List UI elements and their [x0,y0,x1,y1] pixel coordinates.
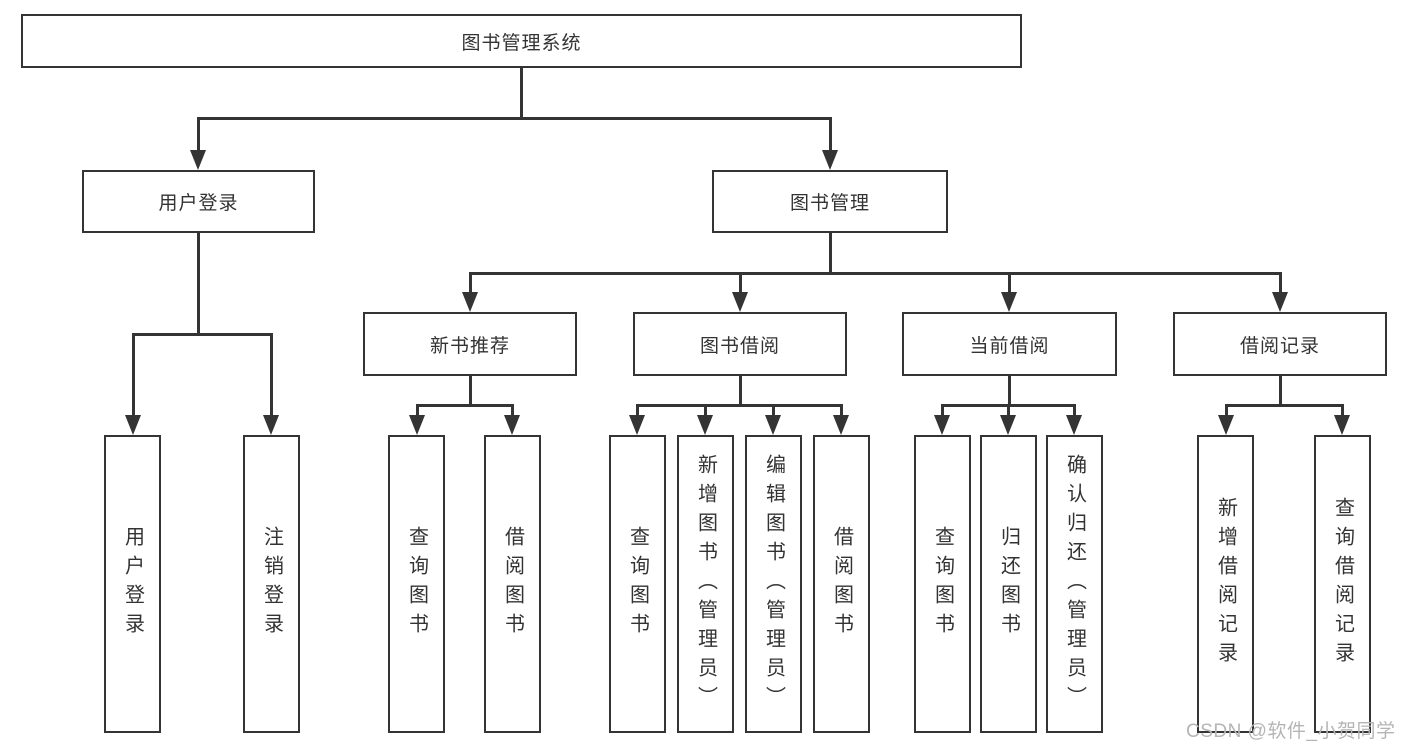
arrow-return-books [1000,415,1016,435]
connector-current-borrowing-stub [1008,376,1011,406]
leaf-user-login: 用户登录 [104,435,161,733]
connector-user-login-stub [197,233,200,335]
connector-drop-add-record [1225,404,1228,417]
connector-drop-borrow-records [1279,272,1282,294]
connector-book-borrowing-branch [636,404,843,407]
leaf-add-borrow-record: 新增借阅记录 [1197,435,1254,733]
arrow-query-books-2 [629,415,645,435]
node-label: 编辑图书（管理员） [762,453,785,715]
leaf-query-books-2: 查询图书 [609,435,666,733]
node-current-borrowing: 当前借阅 [902,312,1117,376]
arrow-borrow-books-2 [833,415,849,435]
node-label: 查询借阅记录 [1331,497,1354,671]
connector-drop-confirm-return [1073,404,1076,417]
connector-borrow-records-stub [1279,376,1282,406]
arrow-current-borrowing [1001,292,1017,312]
arrow-confirm-return [1066,415,1082,435]
connector-new-book-branch [416,404,514,407]
arrow-borrow-books-1 [504,415,520,435]
node-label: 图书管理系统 [461,32,582,54]
connector-book-management-stub [829,233,832,275]
leaf-add-books-admin: 新增图书（管理员） [677,435,734,733]
leaf-query-books-3: 查询图书 [914,435,971,733]
node-label: 图书管理 [789,193,870,214]
arrow-borrow-records [1272,292,1288,312]
arrow-add-books [697,415,713,435]
leaf-edit-books-admin: 编辑图书（管理员） [745,435,802,733]
connector-drop-borrow-books-2 [840,404,843,417]
node-label: 查询图书 [931,526,954,642]
connector-drop-new-book [469,272,472,294]
node-label: 查询图书 [626,526,649,642]
connector-drop-user-login [197,117,200,153]
node-library-management-system: 图书管理系统 [21,14,1022,68]
node-label: 归还图书 [997,526,1020,642]
arrow-book-borrowing [732,292,748,312]
arrow-edit-books [765,415,781,435]
node-label: 注销登录 [260,526,283,642]
node-label: 确认归还（管理员） [1063,453,1086,715]
arrow-new-book [462,292,478,312]
connector-drop-leaf-logout [270,333,273,417]
node-label: 新书推荐 [429,335,510,357]
connector-drop-query-books-2 [636,404,639,417]
node-book-borrowing: 图书借阅 [633,312,847,376]
connector-drop-current-borrowing [1008,272,1011,294]
leaf-query-borrow-record: 查询借阅记录 [1314,435,1371,733]
node-label: 借阅记录 [1239,335,1320,357]
connector-drop-book-borrowing [739,272,742,294]
connector-root-stub [520,68,523,118]
node-label: 用户登录 [158,193,239,214]
leaf-borrow-books-1: 借阅图书 [484,435,541,733]
connector-drop-leaf-user-login [132,333,135,417]
connector-level3-branch [469,272,1282,275]
node-label: 图书借阅 [699,335,780,357]
connector-drop-borrow-books-1 [511,404,514,417]
arrow-query-books-3 [934,415,950,435]
connector-book-borrowing-stub [739,376,742,406]
arrow-leaf-user-login [125,415,141,435]
connector-drop-add-books [704,404,707,417]
connector-level2-branch [197,117,832,120]
arrow-query-record [1334,415,1350,435]
leaf-return-books: 归还图书 [980,435,1037,733]
connector-drop-query-record [1341,404,1344,417]
connector-drop-query-books-3 [941,404,944,417]
connector-drop-query-books-1 [416,404,419,417]
connector-borrow-records-branch [1225,404,1343,407]
node-label: 查询图书 [405,526,428,642]
node-label: 借阅图书 [501,526,524,642]
node-borrow-records: 借阅记录 [1173,312,1387,376]
node-book-management: 图书管理 [712,170,948,233]
connector-drop-return-books [1007,404,1010,417]
node-label: 新增图书（管理员） [694,453,717,715]
node-label: 借阅图书 [830,526,853,642]
leaf-logout: 注销登录 [243,435,300,733]
node-label: 当前借阅 [969,335,1050,357]
connector-new-book-stub [469,376,472,406]
arrow-add-record [1218,415,1234,435]
arrow-leaf-logout [263,415,279,435]
leaf-query-books-1: 查询图书 [388,435,445,733]
connector-user-login-branch [132,333,273,336]
csdn-watermark: CSDN @软件_小贺同学 [1186,721,1396,742]
connector-drop-book-management [829,117,832,153]
leaf-borrow-books-2: 借阅图书 [813,435,870,733]
node-label: 用户登录 [121,526,144,642]
leaf-confirm-return-admin: 确认归还（管理员） [1046,435,1103,733]
arrow-query-books-1 [409,415,425,435]
arrow-user-login [190,150,206,170]
arrow-book-management [822,150,838,170]
node-new-book-recommend: 新书推荐 [363,312,577,376]
connector-drop-edit-books [772,404,775,417]
node-label: 新增借阅记录 [1214,497,1237,671]
node-user-login: 用户登录 [82,170,315,233]
